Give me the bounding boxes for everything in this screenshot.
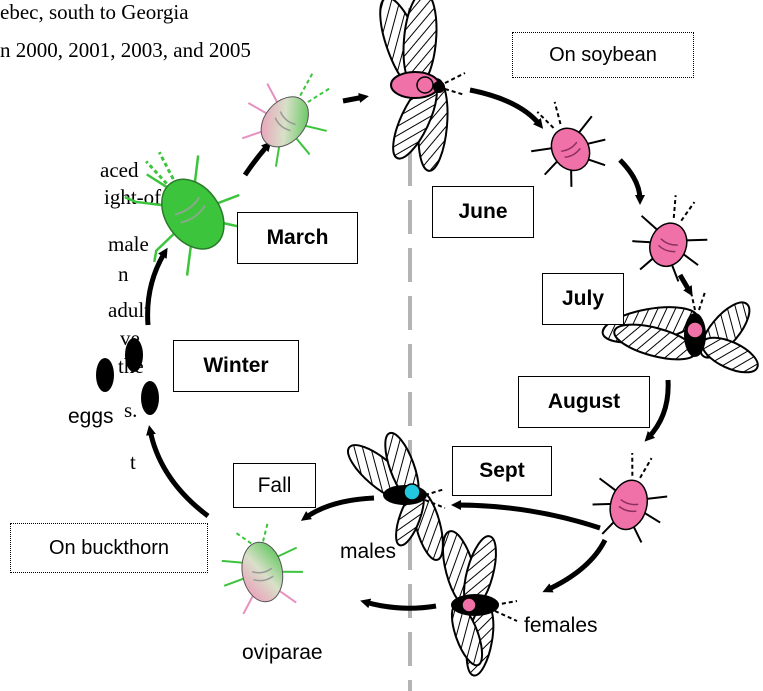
march-box: March [237, 212, 358, 264]
eggs-label: eggs [68, 405, 114, 428]
winged-male-aphid [347, 431, 446, 561]
oviparae-label: oviparae [242, 641, 323, 664]
pink-green-aphid-spring [241, 72, 331, 167]
winter-box: Winter [173, 340, 299, 392]
cycle-arrow [360, 598, 437, 611]
females-label: females [524, 614, 598, 637]
sept-box: Sept [452, 446, 552, 496]
text-fragment: adult [108, 298, 150, 322]
egg [141, 381, 159, 415]
text-fragment: ebec, south to Georgia [0, 0, 189, 24]
on-buckthorn-box: On buckthorn [10, 523, 208, 573]
pink-aphid-july [632, 195, 708, 282]
egg [125, 338, 143, 372]
text-fragment: t [130, 450, 136, 474]
cycle-arrow [146, 425, 210, 518]
cycle-arrow [451, 500, 601, 531]
fall-box: Fall [233, 463, 316, 508]
cycle-arrow [300, 495, 375, 521]
cycle-arrow [677, 273, 693, 297]
eggs-group [96, 338, 159, 415]
cycle-arrow [542, 538, 608, 593]
cycle-arrow [342, 93, 369, 104]
pink-aphid-sept [592, 452, 668, 543]
winged-aphid-august [601, 291, 759, 374]
winged-female-aphid [441, 530, 518, 677]
july-box: July [542, 273, 624, 325]
text-fragment: aced [100, 158, 139, 182]
cycle-arrow [145, 247, 168, 326]
text-fragment: n [118, 262, 129, 286]
cycle-arrow [242, 141, 272, 177]
males-label: males [340, 540, 397, 563]
text-fragment: s. [124, 398, 138, 422]
egg [96, 358, 114, 392]
august-box: August [518, 376, 650, 428]
cycle-arrow [618, 158, 645, 205]
winged-aphid-june [379, 0, 466, 172]
pink-aphid-june [531, 101, 606, 187]
on-soybean-box: On soybean [512, 32, 694, 78]
june-box: June [432, 186, 534, 238]
ovipara-aphid [221, 522, 303, 615]
cycle-arrow [644, 379, 671, 442]
text-fragment: male [108, 232, 149, 256]
green-aphid-march [124, 151, 264, 276]
cycle-arrow [469, 87, 544, 129]
text-fragment: n 2000, 2001, 2003, and 2005 [0, 38, 251, 62]
